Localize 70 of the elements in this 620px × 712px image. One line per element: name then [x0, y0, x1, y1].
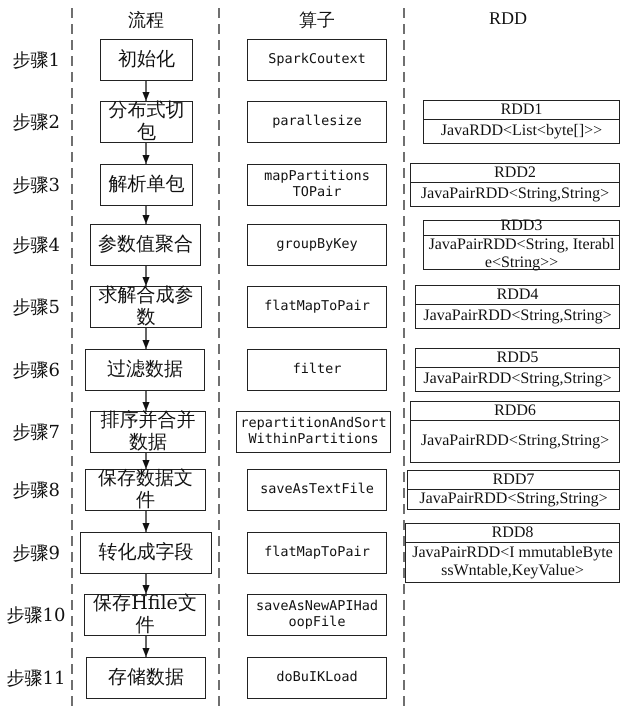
operator-box: SparkCoutext — [247, 39, 387, 81]
rdd-name: RDD7 — [408, 471, 619, 490]
rdd-box — [415, 348, 620, 392]
operator-box: doBuIKLoad — [247, 657, 387, 699]
rdd-name: RDD6 — [411, 402, 619, 421]
operator-box: flatMapToPair — [247, 532, 387, 574]
process-box: 解析单包 — [100, 164, 193, 206]
process-box: 过滤数据 — [85, 349, 205, 391]
rdd-name: RDD5 — [416, 349, 619, 368]
process-box: 分布式切包 — [100, 101, 193, 143]
process-box: 参数值聚合 — [90, 224, 201, 266]
process-box: 保存数据文件 — [85, 469, 206, 511]
process-box: 初始化 — [100, 39, 193, 81]
step-label: 步骤6 — [12, 359, 60, 382]
step-label: 步骤5 — [12, 296, 60, 319]
operator-box: parallesize — [247, 101, 387, 143]
operator-box: repartitionAndSort WithinPartitions — [236, 411, 391, 453]
rdd-box — [407, 470, 620, 510]
column-header: 算子 — [299, 9, 335, 32]
rdd-type: JavaPairRDD<String,String> — [422, 369, 613, 390]
process-box: 存储数据 — [86, 657, 206, 699]
operator-box: flatMapToPair — [247, 286, 387, 328]
rdd-type: JavaPairRDD<String, Iterable<String>> — [428, 236, 616, 273]
step-label: 步骤11 — [6, 667, 66, 690]
rdd-box — [410, 163, 620, 207]
process-box: 转化成字段 — [80, 532, 212, 574]
rdd-box — [415, 285, 620, 329]
step-label: 步骤7 — [12, 421, 60, 444]
rdd-name: RDD3 — [424, 217, 619, 236]
step-label: 步骤8 — [12, 479, 60, 502]
rdd-name: RDD8 — [406, 524, 619, 543]
process-box: 求解合成参数 — [90, 286, 202, 328]
rdd-type: JavaPairRDD<String,String> — [420, 184, 610, 204]
operator-box: mapPartitions TOPair — [247, 164, 387, 206]
step-label: 步骤10 — [6, 604, 66, 627]
arrow — [142, 143, 150, 164]
rdd-name: RDD2 — [411, 164, 619, 183]
arrow — [142, 636, 150, 657]
arrow — [142, 206, 150, 224]
step-label: 步骤2 — [12, 111, 60, 134]
operator-box: groupByKey — [247, 224, 387, 266]
step-label: 步骤3 — [12, 174, 60, 197]
arrow — [142, 81, 150, 101]
arrow — [142, 266, 150, 286]
rdd-type: JavaRDD<List<byte[]>> — [440, 121, 604, 142]
operator-box: filter — [247, 349, 387, 391]
operator-box: saveAsTextFile — [247, 469, 387, 511]
column-header: RDD — [489, 8, 528, 29]
rdd-box — [423, 100, 620, 144]
rdd-box — [410, 401, 620, 463]
rdd-type: JavaPairRDD<String,String> — [418, 490, 609, 509]
arrow — [142, 511, 150, 532]
rdd-box — [423, 220, 620, 270]
rdd-type: JavaPairRDD<String,String> — [422, 306, 613, 326]
rdd-name: RDD4 — [416, 286, 619, 305]
column-header: 流程 — [128, 9, 164, 32]
operator-box: saveAsNewAPIHad oopFile — [247, 594, 387, 636]
arrow — [142, 328, 150, 349]
step-label: 步骤4 — [12, 234, 60, 257]
rdd-box — [405, 523, 620, 583]
arrow — [142, 574, 150, 594]
step-label: 步骤1 — [12, 49, 60, 72]
step-label: 步骤9 — [12, 542, 60, 565]
arrow — [142, 453, 150, 469]
process-box: 保存Hfile文件 — [84, 594, 206, 636]
rdd-type: JavaPairRDD<I mmutableByte ssWntable,KeyValue> — [411, 542, 614, 582]
arrow — [142, 391, 150, 411]
process-box: 排序并合并数据 — [90, 411, 206, 453]
rdd-type: JavaPairRDD<String,String> — [420, 431, 610, 452]
rdd-name: RDD1 — [424, 101, 619, 120]
